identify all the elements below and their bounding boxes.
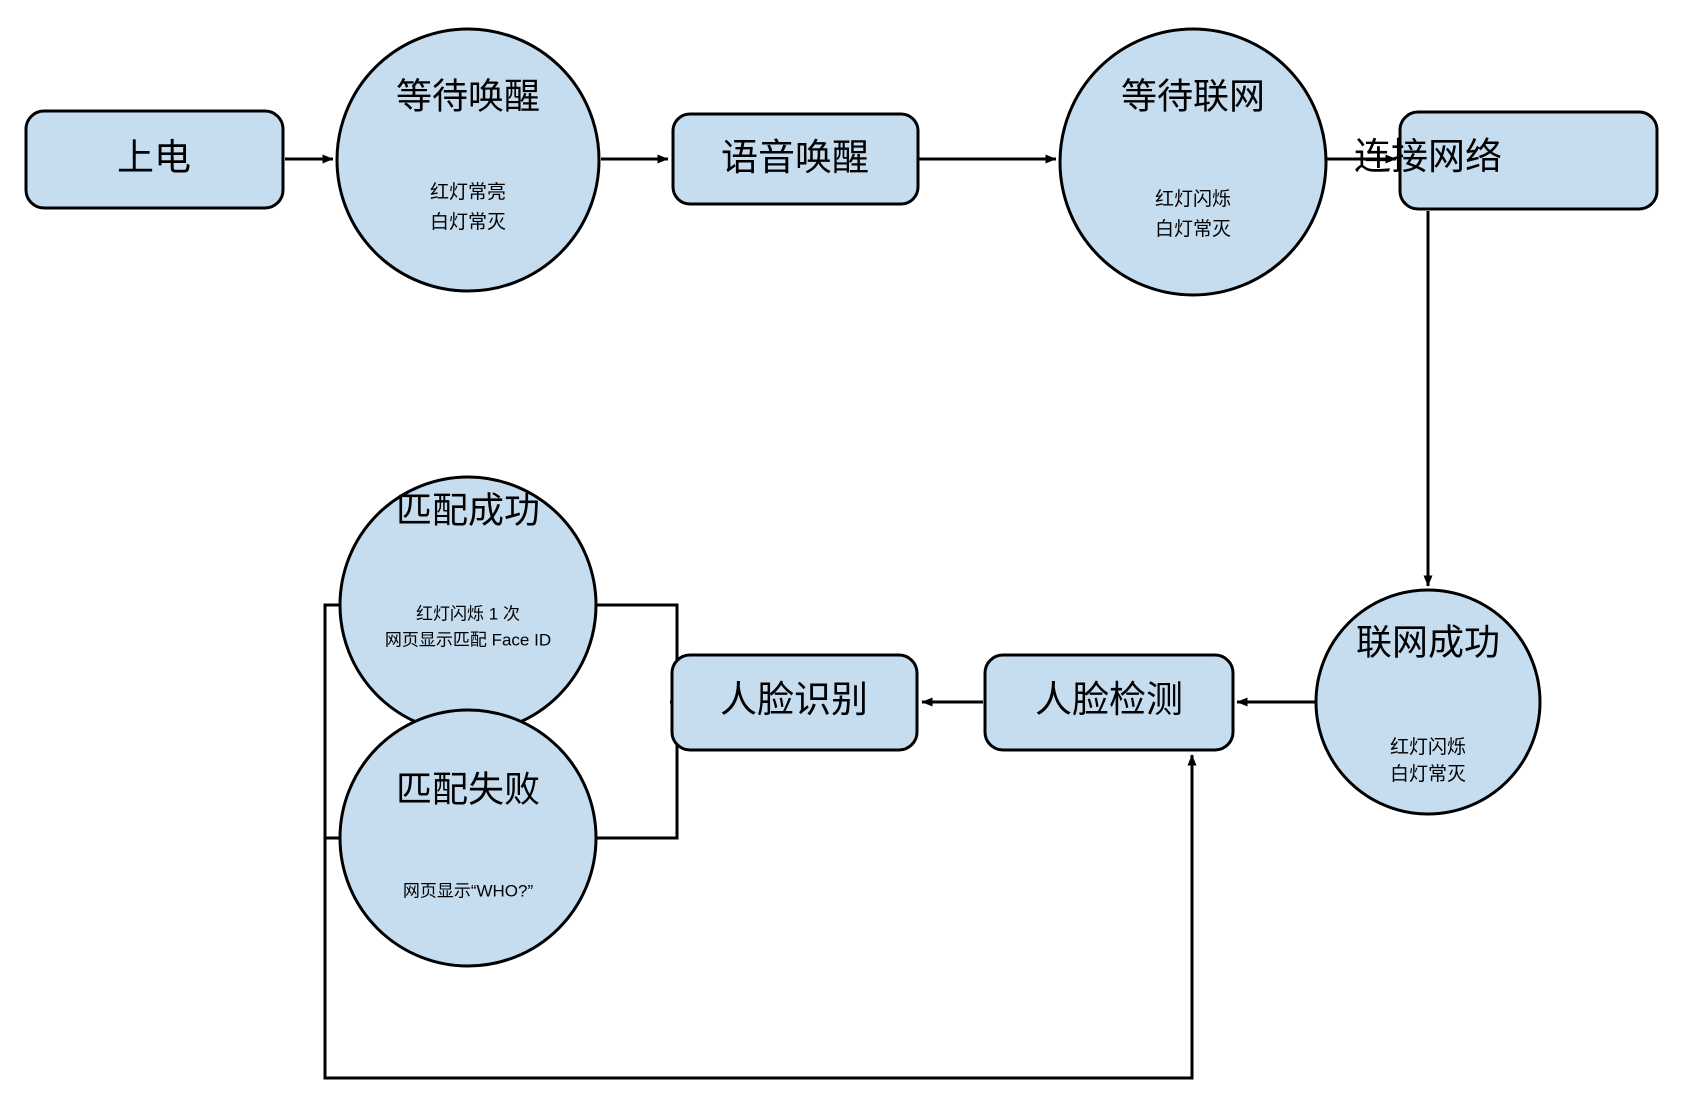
face-detect-shape[interactable]	[983, 653, 1235, 752]
match-fail-sub-line-1: 网页显示“WHO?”	[403, 881, 534, 900]
face-recognize-shape[interactable]	[670, 653, 919, 752]
node-connect-network[interactable]: 连接网络	[1354, 110, 1659, 211]
network-success-sub-line-2: 白灯常灭	[1390, 763, 1466, 785]
wait-network-sub-line-2: 白灯常灭	[1155, 218, 1231, 240]
edge-face-recognize-to-match-fail	[592, 702, 679, 840]
edge-match-success-left-stub	[323, 603, 345, 838]
node-face-recognize[interactable]: 人脸识别	[670, 653, 919, 752]
face-recognize-label: 人脸识别	[720, 679, 868, 720]
match-fail-label: 匹配失败	[396, 769, 540, 810]
wait-wake-label: 等待唤醒	[396, 76, 540, 117]
network-success-sub-line-1: 红灯闪烁	[1390, 736, 1466, 758]
wait-network-label: 等待联网	[1121, 76, 1265, 117]
face-detect-label: 人脸检测	[1035, 679, 1183, 720]
edge-face-recognize-to-match-success	[592, 603, 679, 704]
wait-wake-sub-line-1: 红灯常亮	[430, 181, 506, 203]
power-on-shape[interactable]	[24, 109, 285, 210]
node-voice-wake[interactable]: 语音唤醒	[671, 112, 920, 206]
match-success-label: 匹配成功	[396, 490, 540, 531]
network-success-shape[interactable]	[1314, 588, 1542, 816]
node-face-detect[interactable]: 人脸检测	[983, 653, 1235, 752]
connect-network-label: 连接网络	[1354, 136, 1502, 177]
voice-wake-shape[interactable]	[671, 112, 920, 206]
node-power-on[interactable]: 上电	[24, 109, 285, 210]
wait-network-sub-line-1: 红灯闪烁	[1155, 188, 1231, 210]
node-match-fail[interactable]: 匹配失败 网页显示“WHO?”	[338, 708, 598, 968]
wait-wake-sub-line-2: 白灯常灭	[430, 211, 506, 233]
power-on-label: 上电	[117, 137, 191, 178]
connect-network-shape[interactable]	[1398, 110, 1659, 211]
node-wait-network[interactable]: 等待联网 红灯闪烁 白灯常灭	[1058, 27, 1328, 297]
node-network-success[interactable]: 联网成功 红灯闪烁 白灯常灭	[1314, 588, 1542, 816]
wait-wake-shape[interactable]	[335, 27, 601, 293]
network-success-label: 联网成功	[1356, 622, 1500, 663]
match-success-sub-line-1: 红灯闪烁 1 次	[416, 604, 520, 623]
match-success-sub-line-2: 网页显示匹配 Face ID	[385, 630, 551, 649]
wait-network-shape[interactable]	[1058, 27, 1328, 297]
match-fail-shape[interactable]	[338, 708, 598, 968]
edge-match-fail-retry-to-face-detect	[323, 754, 1197, 1080]
edge-layer	[285, 154, 1433, 1080]
voice-wake-label: 语音唤醒	[721, 137, 869, 178]
node-match-success[interactable]: 匹配成功 红灯闪烁 1 次 网页显示匹配 Face ID	[338, 475, 598, 735]
node-wait-wake[interactable]: 等待唤醒 红灯常亮 白灯常灭	[335, 27, 601, 293]
